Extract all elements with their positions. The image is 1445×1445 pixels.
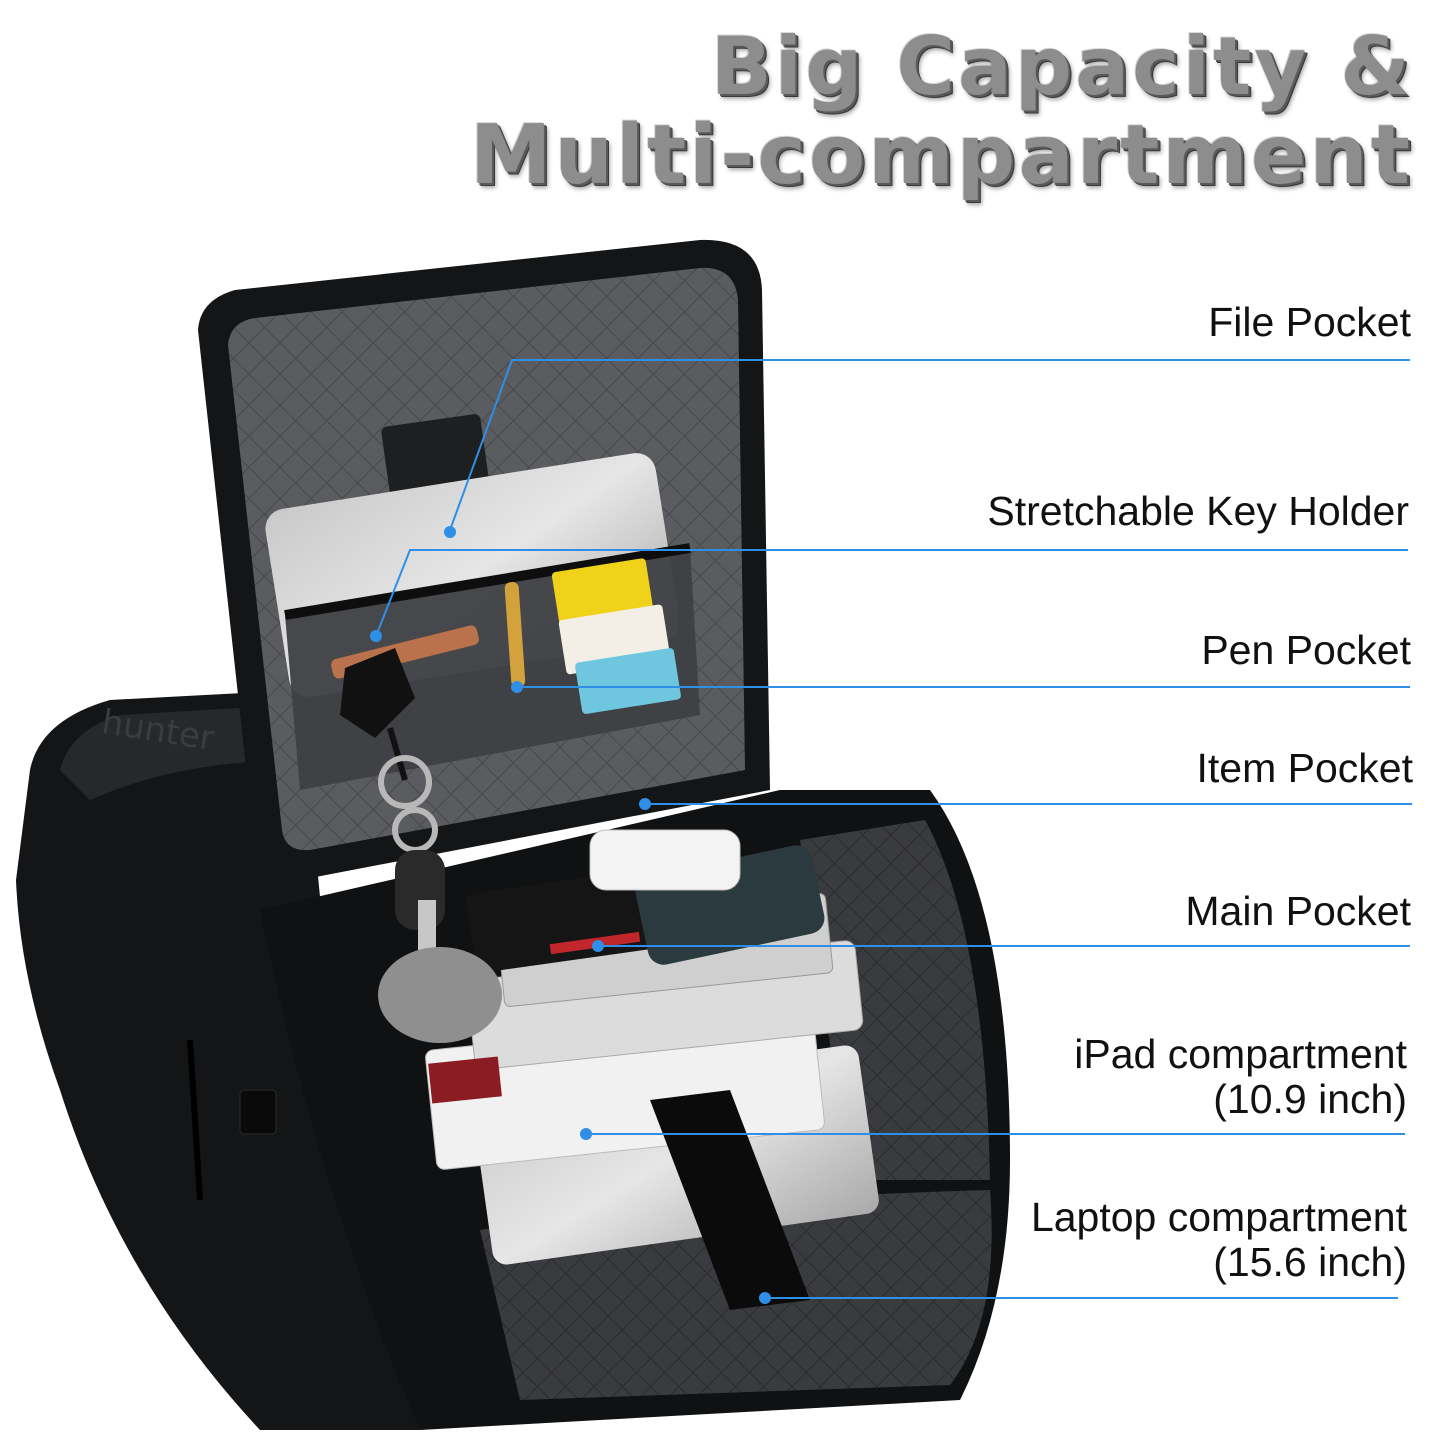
- bag-body: hunter: [16, 690, 420, 1430]
- callout-pen-pocket-label: Pen Pocket: [1201, 627, 1411, 673]
- leader-key-holder: [375, 549, 1408, 637]
- callout-leaders: [370, 359, 1412, 1304]
- callout-item-pocket: Item Pocket: [1197, 746, 1413, 791]
- callout-laptop-size: (15.6 inch): [1213, 1239, 1407, 1285]
- callout-main-pocket-label: Main Pocket: [1185, 888, 1411, 934]
- callout-file-pocket-label: File Pocket: [1208, 299, 1411, 345]
- callout-ipad-size: (10.9 inch): [1213, 1076, 1407, 1122]
- callout-laptop-label: Laptop compartment: [1030, 1194, 1407, 1240]
- organizer-panel: [198, 239, 770, 1043]
- devices-stack: [425, 829, 879, 1310]
- callout-pen-pocket: Pen Pocket: [1201, 628, 1411, 673]
- callout-ipad-label: iPad compartment: [1074, 1031, 1407, 1077]
- callout-laptop-compartment: Laptop compartment (15.6 inch): [1031, 1195, 1407, 1285]
- callout-main-pocket: Main Pocket: [1185, 889, 1411, 934]
- callout-key-holder-label: Stretchable Key Holder: [987, 488, 1409, 534]
- callout-file-pocket: File Pocket: [1208, 300, 1411, 345]
- headline-line-1: Big Capacity &: [710, 20, 1413, 113]
- callout-ipad-compartment: iPad compartment (10.9 inch): [1074, 1032, 1407, 1122]
- headline-line-2: Multi-compartment: [469, 108, 1413, 203]
- callout-item-pocket-label: Item Pocket: [1196, 745, 1413, 791]
- callout-key-holder: Stretchable Key Holder: [987, 489, 1409, 534]
- leader-file-pocket: [449, 359, 1410, 531]
